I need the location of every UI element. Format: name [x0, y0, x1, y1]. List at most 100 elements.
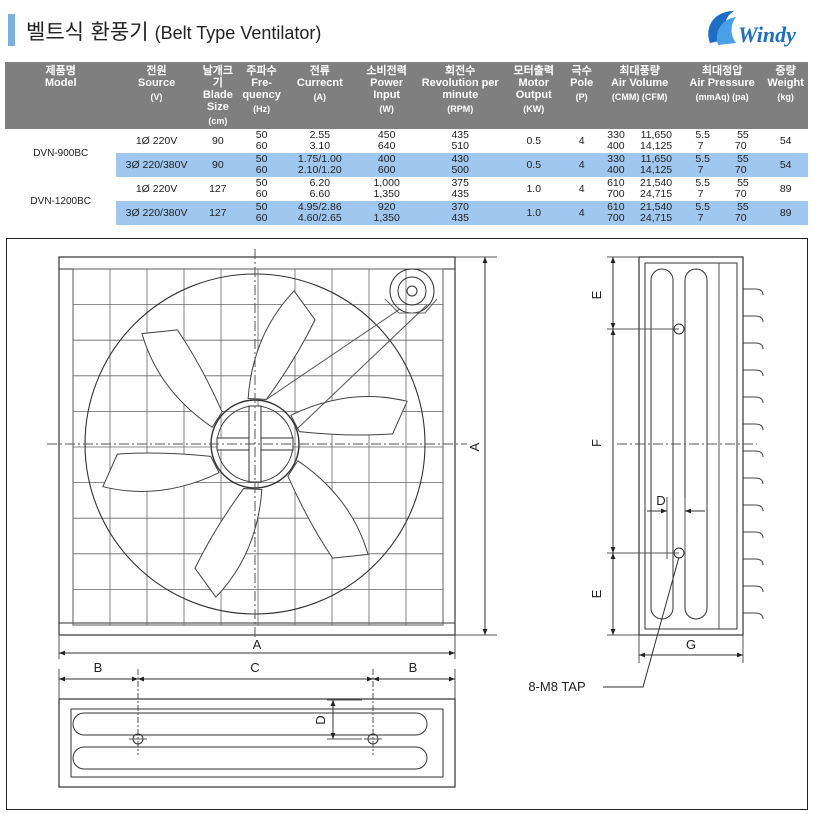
- column-header-en: Blade Size: [202, 89, 233, 113]
- column-header-en: Air Volume: [610, 77, 669, 89]
- air-pressure-cell-primary: 7: [697, 188, 704, 200]
- air-pressure-cell-secondary: 55: [737, 201, 749, 213]
- motor-output-cell: 0.5: [502, 153, 565, 177]
- column-header-unit: (V): [150, 92, 163, 102]
- current-cell-value: 4.95/2.86: [297, 201, 342, 213]
- column-header-unit: (mmAq) (pa): [695, 92, 749, 102]
- dim-label-e-bottom: E: [589, 589, 604, 598]
- model-name-cell: DVN-900BC: [5, 129, 117, 177]
- title-english: (Belt Type Ventilator): [154, 23, 322, 43]
- frequency-cell-value: 60: [255, 212, 268, 224]
- side-view: [603, 256, 764, 688]
- blade-size-cell: 127: [209, 182, 227, 195]
- air-volume-cell-secondary: 14,125: [640, 140, 673, 152]
- frequency-cell-value: 50: [255, 153, 268, 165]
- column-header-unit: (CMM) (CFM): [611, 92, 668, 102]
- column-header-ko: 극수: [571, 65, 592, 77]
- technical-drawing: A A B C B D E F E D G 8-M8 TAP: [47, 249, 764, 788]
- column-header-en: Air Pressure: [689, 77, 755, 89]
- air-pressure-cell-secondary: 55: [737, 153, 749, 165]
- blade-size-cell: 90: [196, 153, 240, 177]
- motor-output-cell: 0.5: [526, 134, 542, 147]
- air-pressure-cell-primary: 7: [697, 164, 704, 176]
- source-cell: 3Ø 220/380V: [116, 153, 197, 177]
- column-header-ko: 날개크기: [202, 65, 234, 89]
- pole-cell: 4: [564, 153, 599, 177]
- column-header-en: Source: [137, 77, 176, 89]
- column-header-ko: 회전수: [445, 65, 476, 77]
- air-volume-cell-secondary: 11,650: [640, 129, 672, 141]
- column-header-unit: (W): [379, 104, 394, 114]
- power-cell-value: 1,350: [373, 188, 400, 200]
- air-pressure-cell-secondary: 55: [737, 177, 749, 189]
- technical-drawing-frame: A A B C B D E F E D G 8-M8 TAP: [6, 238, 808, 810]
- column-header-en: Revolution per minute: [421, 77, 499, 101]
- column-header-unit: (Hz): [253, 104, 271, 114]
- column-header-unit: (A): [313, 92, 327, 102]
- air-volume-cell-primary: 400: [607, 140, 625, 152]
- column-header-unit: (cm): [208, 116, 228, 126]
- air-volume-cell-secondary: 21,540: [640, 177, 673, 189]
- frequency-cell-value: 50: [255, 129, 268, 141]
- source-cell: 1Ø 220V: [135, 134, 178, 147]
- dim-label-b-right: B: [409, 660, 418, 675]
- blade-size-cell: 90: [212, 134, 224, 147]
- air-pressure-cell-secondary: 70: [734, 212, 747, 224]
- air-volume-cell-secondary: 21,540: [640, 201, 673, 213]
- dim-label-d-side: D: [656, 493, 665, 508]
- air-pressure-cell-line: 5.5 55: [682, 154, 762, 165]
- air-pressure-cell-primary: 5.5: [695, 153, 710, 165]
- current-cell-value: 2.55: [309, 129, 331, 141]
- air-pressure-cell-primary: 7: [697, 212, 704, 224]
- power-cell-value: 400: [377, 153, 396, 165]
- dim-label-a-horizontal: A: [253, 637, 262, 652]
- column-header-ko: 전원: [146, 65, 167, 77]
- dim-label-c: C: [250, 660, 259, 675]
- motor-output-cell: 1.0: [526, 182, 542, 195]
- dim-label-b-left: B: [94, 660, 103, 675]
- power-cell-value: 640: [377, 140, 396, 152]
- weight-cell: 89: [779, 182, 792, 195]
- dim-label-a-vertical: A: [467, 442, 482, 451]
- column-header-unit: (P): [575, 92, 588, 102]
- column-header-ko: 중량: [775, 65, 796, 77]
- frequency-cell-value: 60: [255, 140, 268, 152]
- column-header-en: Model: [44, 77, 77, 89]
- rpm-cell-value: 435: [451, 129, 469, 141]
- air-pressure-cell-primary: 5.5: [695, 129, 710, 141]
- column-header-en: Motor Output: [515, 77, 552, 101]
- current-cell-value: 1.75/1.00: [297, 153, 342, 165]
- air-volume-cell-line: 400 14,125: [599, 141, 679, 152]
- pole-cell: 4: [578, 134, 585, 147]
- air-volume-cell-secondary: 24,715: [640, 188, 673, 200]
